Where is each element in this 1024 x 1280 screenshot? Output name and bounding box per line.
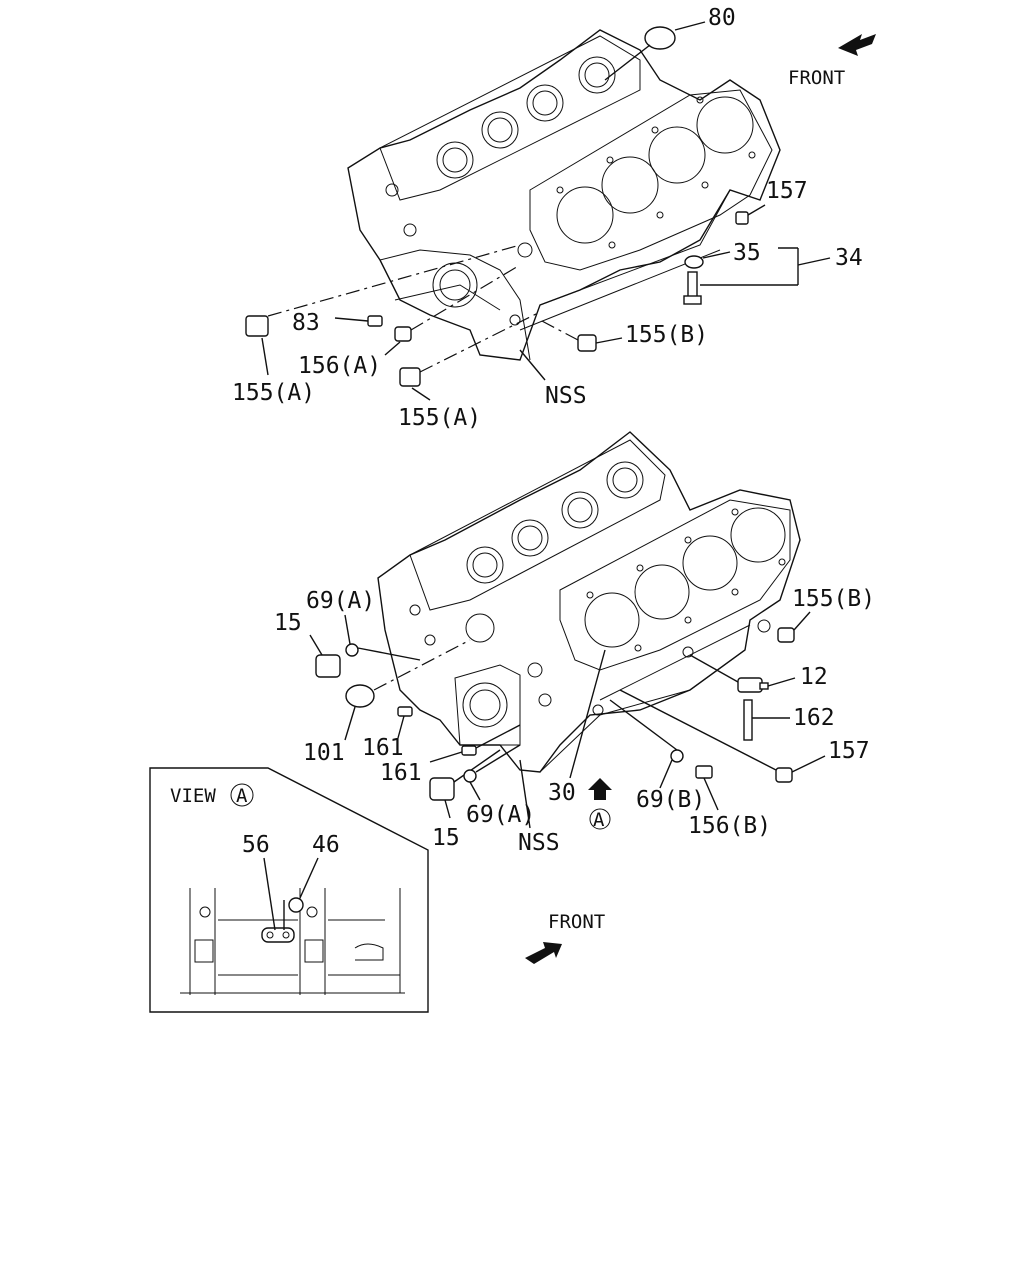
front-arrow-top-icon	[838, 34, 876, 56]
part-83-pin-icon	[367, 315, 383, 327]
callout-46: 46	[312, 832, 340, 858]
part-156a-plug-icon	[394, 326, 412, 342]
part-15-plug-bottom-icon	[429, 777, 455, 801]
front-label-bottom: FRONT	[548, 911, 605, 933]
callout-157-top: 157	[766, 178, 808, 204]
bottom-parts	[309, 611, 826, 964]
callout-nss-bottom: NSS	[518, 830, 560, 856]
inset-view-letter-circle	[230, 783, 254, 807]
view-a-marker-letter: A	[593, 809, 605, 831]
callout-156b: 156(B)	[688, 813, 771, 839]
callout-155a-left: 155(A)	[232, 380, 315, 406]
callout-15-bottom: 15	[432, 825, 460, 851]
part-35-washer-icon	[684, 255, 704, 269]
part-157-bolt-icon	[735, 211, 749, 225]
part-69a-ring-bottom-icon	[463, 769, 477, 783]
inset-view-a	[149, 767, 429, 1013]
view-a-arrow-icon	[588, 778, 612, 800]
callout-83: 83	[292, 310, 320, 336]
callout-155b-bottom: 155(B)	[792, 586, 875, 612]
callout-35: 35	[733, 240, 761, 266]
callout-156a: 156(A)	[298, 353, 381, 379]
part-155b-plug-bottom-icon	[777, 627, 795, 643]
callout-30: 30	[548, 780, 576, 806]
part-46-bolt-icon	[288, 897, 304, 913]
inset-view-label: VIEW	[170, 785, 216, 807]
bottom-cylinder-block	[377, 431, 801, 773]
callout-157-bottom: 157	[828, 738, 870, 764]
callout-12: 12	[800, 664, 828, 690]
callout-34: 34	[835, 245, 863, 271]
callout-80: 80	[708, 5, 736, 31]
part-15-plug-top-icon	[315, 654, 341, 678]
callout-69b: 69(B)	[636, 787, 705, 813]
top-parts	[245, 21, 876, 401]
part-155a-lower-plug-icon	[399, 367, 421, 387]
part-161-pin-upper-icon	[397, 706, 413, 717]
callout-69a-top: 69(A)	[306, 588, 375, 614]
callout-101: 101	[303, 740, 345, 766]
callout-nss-top: NSS	[545, 383, 587, 409]
inset-view-letter: A	[236, 785, 248, 807]
part-155a-plug-icon	[245, 315, 269, 337]
part-80-plug-icon	[644, 26, 676, 50]
front-label-top: FRONT	[788, 67, 845, 89]
part-69b-ring-icon	[670, 749, 684, 763]
part-101-seal-icon	[345, 684, 375, 708]
front-arrow-bottom-icon	[525, 942, 562, 964]
part-161-pin-lower-icon	[461, 745, 477, 756]
callout-161-upper: 161	[362, 735, 404, 761]
part-12-sensor-icon	[737, 677, 763, 693]
callout-155b-top: 155(B)	[625, 322, 708, 348]
callout-162: 162	[793, 705, 835, 731]
part-69a-ring-top-icon	[345, 643, 359, 657]
callout-155a-lower: 155(A)	[398, 405, 481, 431]
callout-69a-bottom: 69(A)	[466, 802, 535, 828]
part-156b-bolt-icon	[695, 765, 713, 779]
part-162-pipe-icon	[743, 699, 753, 741]
callout-56: 56	[242, 832, 270, 858]
top-cylinder-block	[347, 29, 781, 361]
part-157-bolt-bottom-icon	[775, 767, 793, 783]
callout-15-top: 15	[274, 610, 302, 636]
callout-161-lower: 161	[380, 760, 422, 786]
part-155b-plug-icon	[577, 334, 597, 352]
